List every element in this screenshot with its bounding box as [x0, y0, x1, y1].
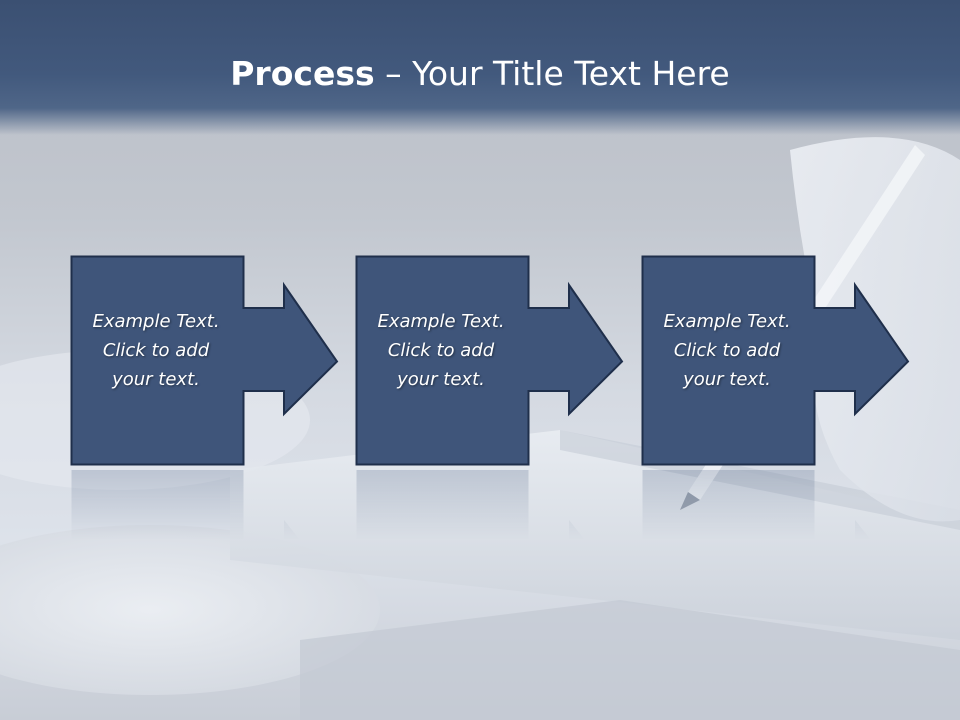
step-1-reflection — [70, 470, 350, 540]
step-1-shape — [70, 255, 339, 466]
slide-title[interactable]: Process – Your Title Text Here — [0, 52, 960, 96]
process-step-3[interactable]: Example Text. Click to add your text. — [641, 255, 921, 470]
step-3-line-2: Click to add — [673, 340, 781, 361]
step-1-line-3: your text. — [112, 369, 200, 390]
step-2-shape — [355, 255, 624, 466]
title-bar — [0, 0, 960, 135]
title-rest: – Your Title Text Here — [374, 54, 730, 93]
step-3-line-3: your text. — [683, 369, 771, 390]
title-bold: Process — [230, 54, 375, 93]
step-1-line-2: Click to add — [102, 340, 210, 361]
step-2-line-1: Example Text. — [377, 311, 505, 332]
process-step-2[interactable]: Example Text. Click to add your text. — [355, 255, 635, 470]
step-1-line-1: Example Text. — [92, 311, 220, 332]
step-3-reflection — [641, 470, 921, 540]
process-step-1[interactable]: Example Text. Click to add your text. — [70, 255, 350, 470]
step-3-line-1: Example Text. — [663, 311, 791, 332]
step-2-reflection — [355, 470, 635, 540]
step-2-text[interactable]: Example Text. Click to add your text. — [355, 307, 527, 394]
step-2-line-3: your text. — [397, 369, 485, 390]
step-3-text[interactable]: Example Text. Click to add your text. — [641, 307, 813, 394]
step-2-line-2: Click to add — [387, 340, 495, 361]
step-3-shape — [641, 255, 910, 466]
step-1-text[interactable]: Example Text. Click to add your text. — [70, 307, 242, 394]
